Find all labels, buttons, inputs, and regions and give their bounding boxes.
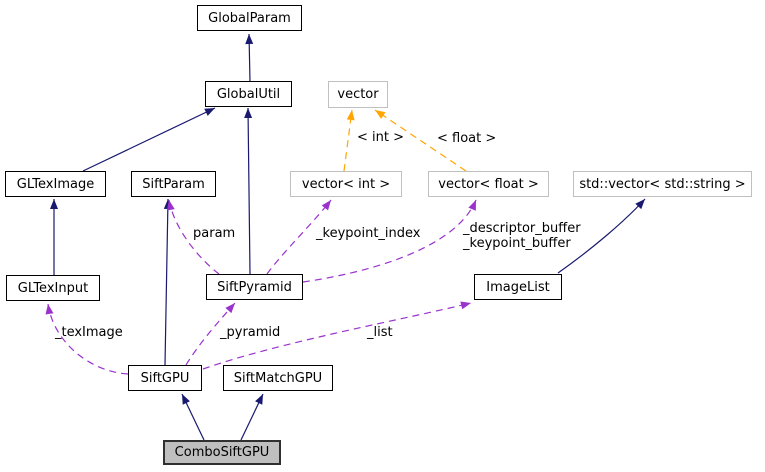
edge-label-keypoint-buffer: _keypoint_buffer — [463, 236, 571, 251]
edge-inherit-siftgpu-to-siftparam — [163, 198, 172, 366]
node-siftpyramid[interactable]: SiftPyramid — [206, 274, 303, 300]
node-globalutil[interactable]: GlobalUtil — [205, 81, 292, 107]
edge-inherit-globalutil-to-globalparam — [245, 33, 254, 83]
node-combosiftgpu: ComboSiftGPU — [163, 440, 281, 465]
edge-label-template-int: < int > — [357, 130, 404, 145]
edge-inherit-siftpyramid-to-globalutil — [244, 107, 253, 275]
node-siftparam[interactable]: SiftParam — [131, 171, 216, 197]
node-vector: vector — [328, 81, 388, 108]
node-siftmatchgpu[interactable]: SiftMatchGPU — [223, 365, 333, 391]
node-gltexinput[interactable]: GLTexInput — [6, 275, 100, 301]
edge-inherit-combosiftgpu-to-siftgpu — [181, 393, 205, 441]
node-globalparam[interactable]: GlobalParam — [197, 5, 302, 31]
node-imagelist[interactable]: ImageList — [474, 274, 562, 300]
node-std-vector-string: std::vector< std::string > — [573, 171, 752, 197]
edge-label-template-float: < float > — [437, 131, 497, 146]
edge-usage-siftpyramid-descriptor-buffer — [302, 199, 477, 283]
edge-label-list: _list — [367, 325, 393, 340]
edge-label-param: param — [193, 226, 236, 241]
edge-inherit-combosiftgpu-to-siftmatchgpu — [240, 393, 264, 441]
edge-label-descriptor-buffer: _descriptor_buffer — [463, 221, 581, 236]
edge-label-buffers: _descriptor_buffer _keypoint_buffer — [463, 221, 581, 251]
node-vector-int: vector< int > — [290, 171, 402, 197]
node-vector-float: vector< float > — [428, 171, 549, 197]
edge-label-keypoint-index: _keypoint_index — [316, 226, 421, 241]
edge-template-vector-int-to-vector — [343, 109, 355, 172]
edge-label-teximage: _texImage — [55, 325, 123, 340]
node-gltexi-image[interactable]: GLTexImage — [5, 171, 106, 197]
node-siftgpu[interactable]: SiftGPU — [128, 365, 202, 391]
edge-inherit-gltexi-image-to-globalutil — [82, 107, 216, 172]
edge-label-pyramid: _pyramid — [220, 325, 281, 340]
